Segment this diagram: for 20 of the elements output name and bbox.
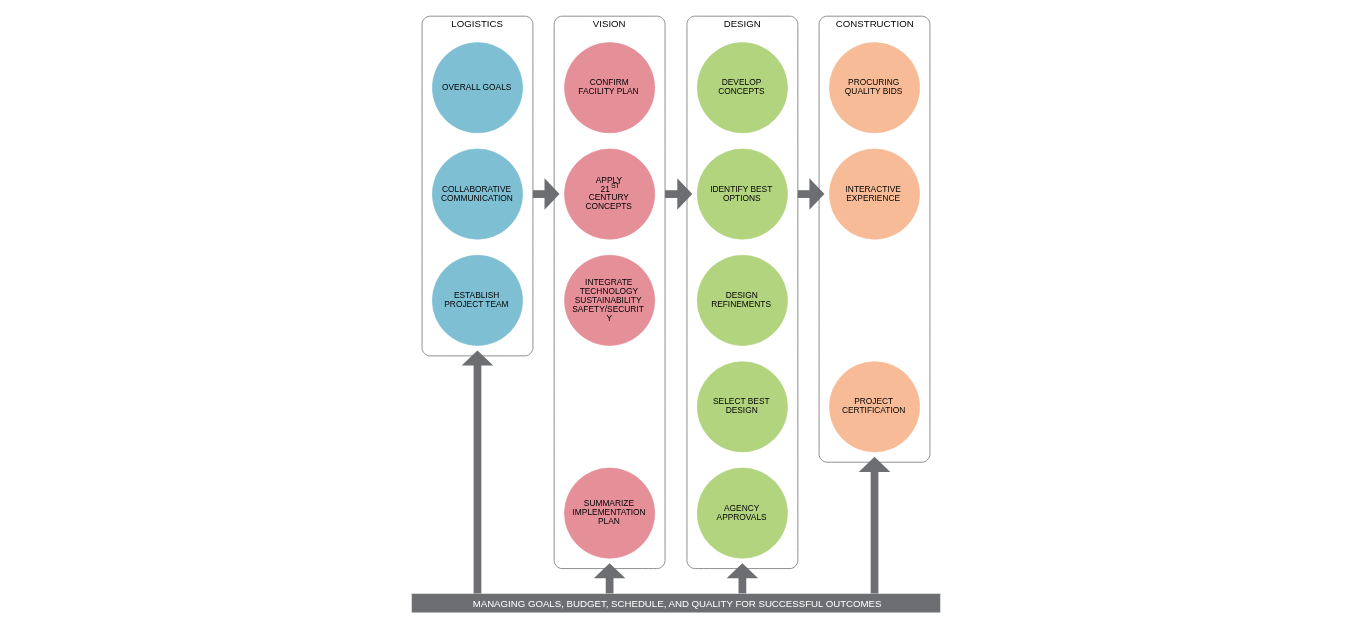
node-circle: SUMMARIZE IMPLEMENTATION PLAN	[563, 467, 655, 559]
node-circle: SELECT BEST DESIGN	[696, 361, 788, 453]
arrow	[593, 563, 625, 594]
node-circle: INTERACTIVE EXPERIENCE	[828, 148, 920, 240]
node-circle: INTEGRATE TECHNOLOGY SUSTAINABILITY SAFETY/SECURITY	[563, 255, 655, 346]
node-circle: PROCURING QUALITY BIDS	[828, 42, 920, 134]
arrow	[726, 563, 758, 594]
node-circle: ESTABLISH PROJECT TEAM	[431, 255, 523, 346]
node-circle: AGENCY APPROVALS	[696, 467, 788, 559]
node-circle: PROJECT CERTIFICATION	[828, 361, 920, 453]
node-circle: IDENTIFY BEST OPTIONS	[696, 148, 788, 240]
arrow	[461, 350, 493, 594]
node-circle: OVERALL GOALS	[431, 42, 523, 134]
node-circle: COLLABORATIVE COMMUNICATION	[431, 148, 523, 240]
node-circle: CONFIRM FACILITY PLAN	[563, 42, 655, 134]
node-box: MANAGING GOALS, BUDGET, SCHEDULE, AND QUALITY FOR SUCCESSFUL OUTCOMES	[411, 593, 940, 613]
node-circle: APPLY 21$^{ST}$ CENTURY CONCEPTS	[563, 148, 655, 240]
node-circle: DESIGN REFINEMENTS	[696, 255, 788, 346]
node-circle: DEVELOP CONCEPTS	[696, 42, 788, 134]
arrow	[858, 456, 890, 594]
